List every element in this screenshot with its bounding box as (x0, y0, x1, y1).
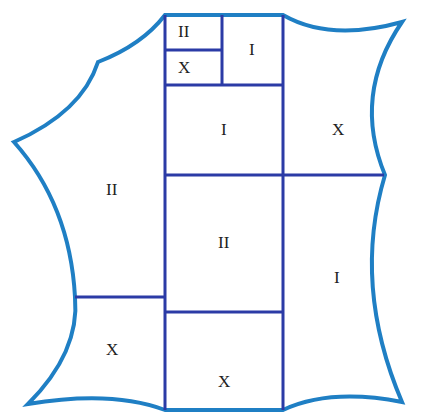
grade-label: X (218, 373, 230, 392)
grade-label: X (178, 59, 190, 78)
grade-zone: I (218, 120, 230, 141)
grade-label: II (178, 23, 189, 42)
hide-outline (14, 15, 402, 410)
grade-zone: X (329, 120, 347, 141)
grade-label: X (106, 341, 118, 360)
grade-label: I (249, 41, 255, 60)
grade-zone: II (215, 233, 232, 254)
cut-lines (75, 15, 384, 410)
grade-label: II (106, 181, 117, 200)
grade-zone: I (331, 268, 343, 289)
grade-zone: II (175, 22, 192, 43)
grade-zone: II (103, 180, 120, 201)
grade-label: I (221, 121, 227, 140)
grade-zone: X (103, 340, 121, 361)
grade-zone: X (175, 58, 193, 79)
grade-zone: I (246, 40, 258, 61)
grade-zone: X (215, 372, 233, 393)
grade-label: X (332, 121, 344, 140)
grade-label: II (218, 234, 229, 253)
grade-label: I (334, 269, 340, 288)
